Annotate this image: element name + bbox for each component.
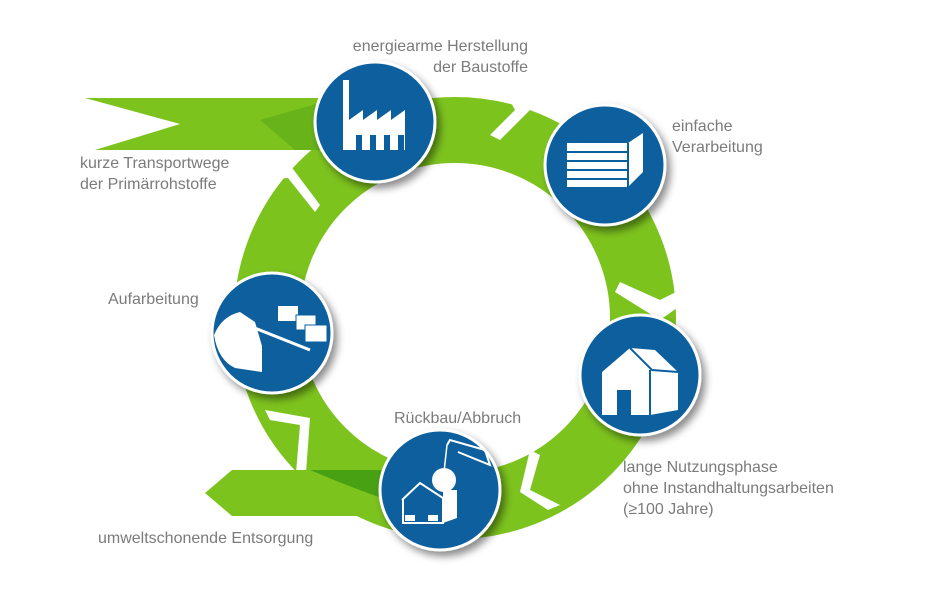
brick-wall-icon bbox=[543, 103, 667, 227]
label-usage: lange Nutzungsphase ohne Instandhaltungsa… bbox=[623, 457, 834, 520]
label-disposal: umweltschonende Entsorgung bbox=[98, 528, 313, 549]
label-production: energiearme Herstellung der Baustoffe bbox=[300, 36, 528, 78]
label-line: Verarbeitung bbox=[672, 139, 763, 156]
transport-arrow bbox=[85, 98, 330, 150]
label-line: kurze Transportwege bbox=[80, 155, 230, 172]
label-line: Aufarbeitung bbox=[108, 291, 199, 308]
ring-arrow-notches bbox=[262, 80, 708, 510]
label-transport: kurze Transportwege der Primärrohstoffe bbox=[80, 153, 229, 195]
demolition-crane-icon bbox=[378, 428, 502, 552]
label-recycling: Aufarbeitung bbox=[108, 289, 199, 310]
label-line: Rückbau/Abbruch bbox=[394, 410, 522, 427]
label-line: (≥100 Jahre) bbox=[623, 501, 714, 518]
label-line: energiearme Herstellung bbox=[352, 38, 528, 55]
label-line: der Baustoffe bbox=[433, 59, 528, 76]
recycling-rubble-icon bbox=[210, 271, 334, 395]
label-line: einfache bbox=[672, 118, 733, 135]
label-line: ohne Instandhaltungsarbeiten bbox=[623, 480, 834, 497]
house-icon bbox=[578, 313, 702, 437]
factory-icon bbox=[313, 60, 437, 184]
label-line: der Primärrohstoffe bbox=[80, 176, 217, 193]
label-demolition: Rückbau/Abbruch bbox=[394, 408, 521, 429]
label-line: umweltschonende Entsorgung bbox=[98, 530, 314, 547]
label-line: lange Nutzungsphase bbox=[623, 459, 778, 476]
